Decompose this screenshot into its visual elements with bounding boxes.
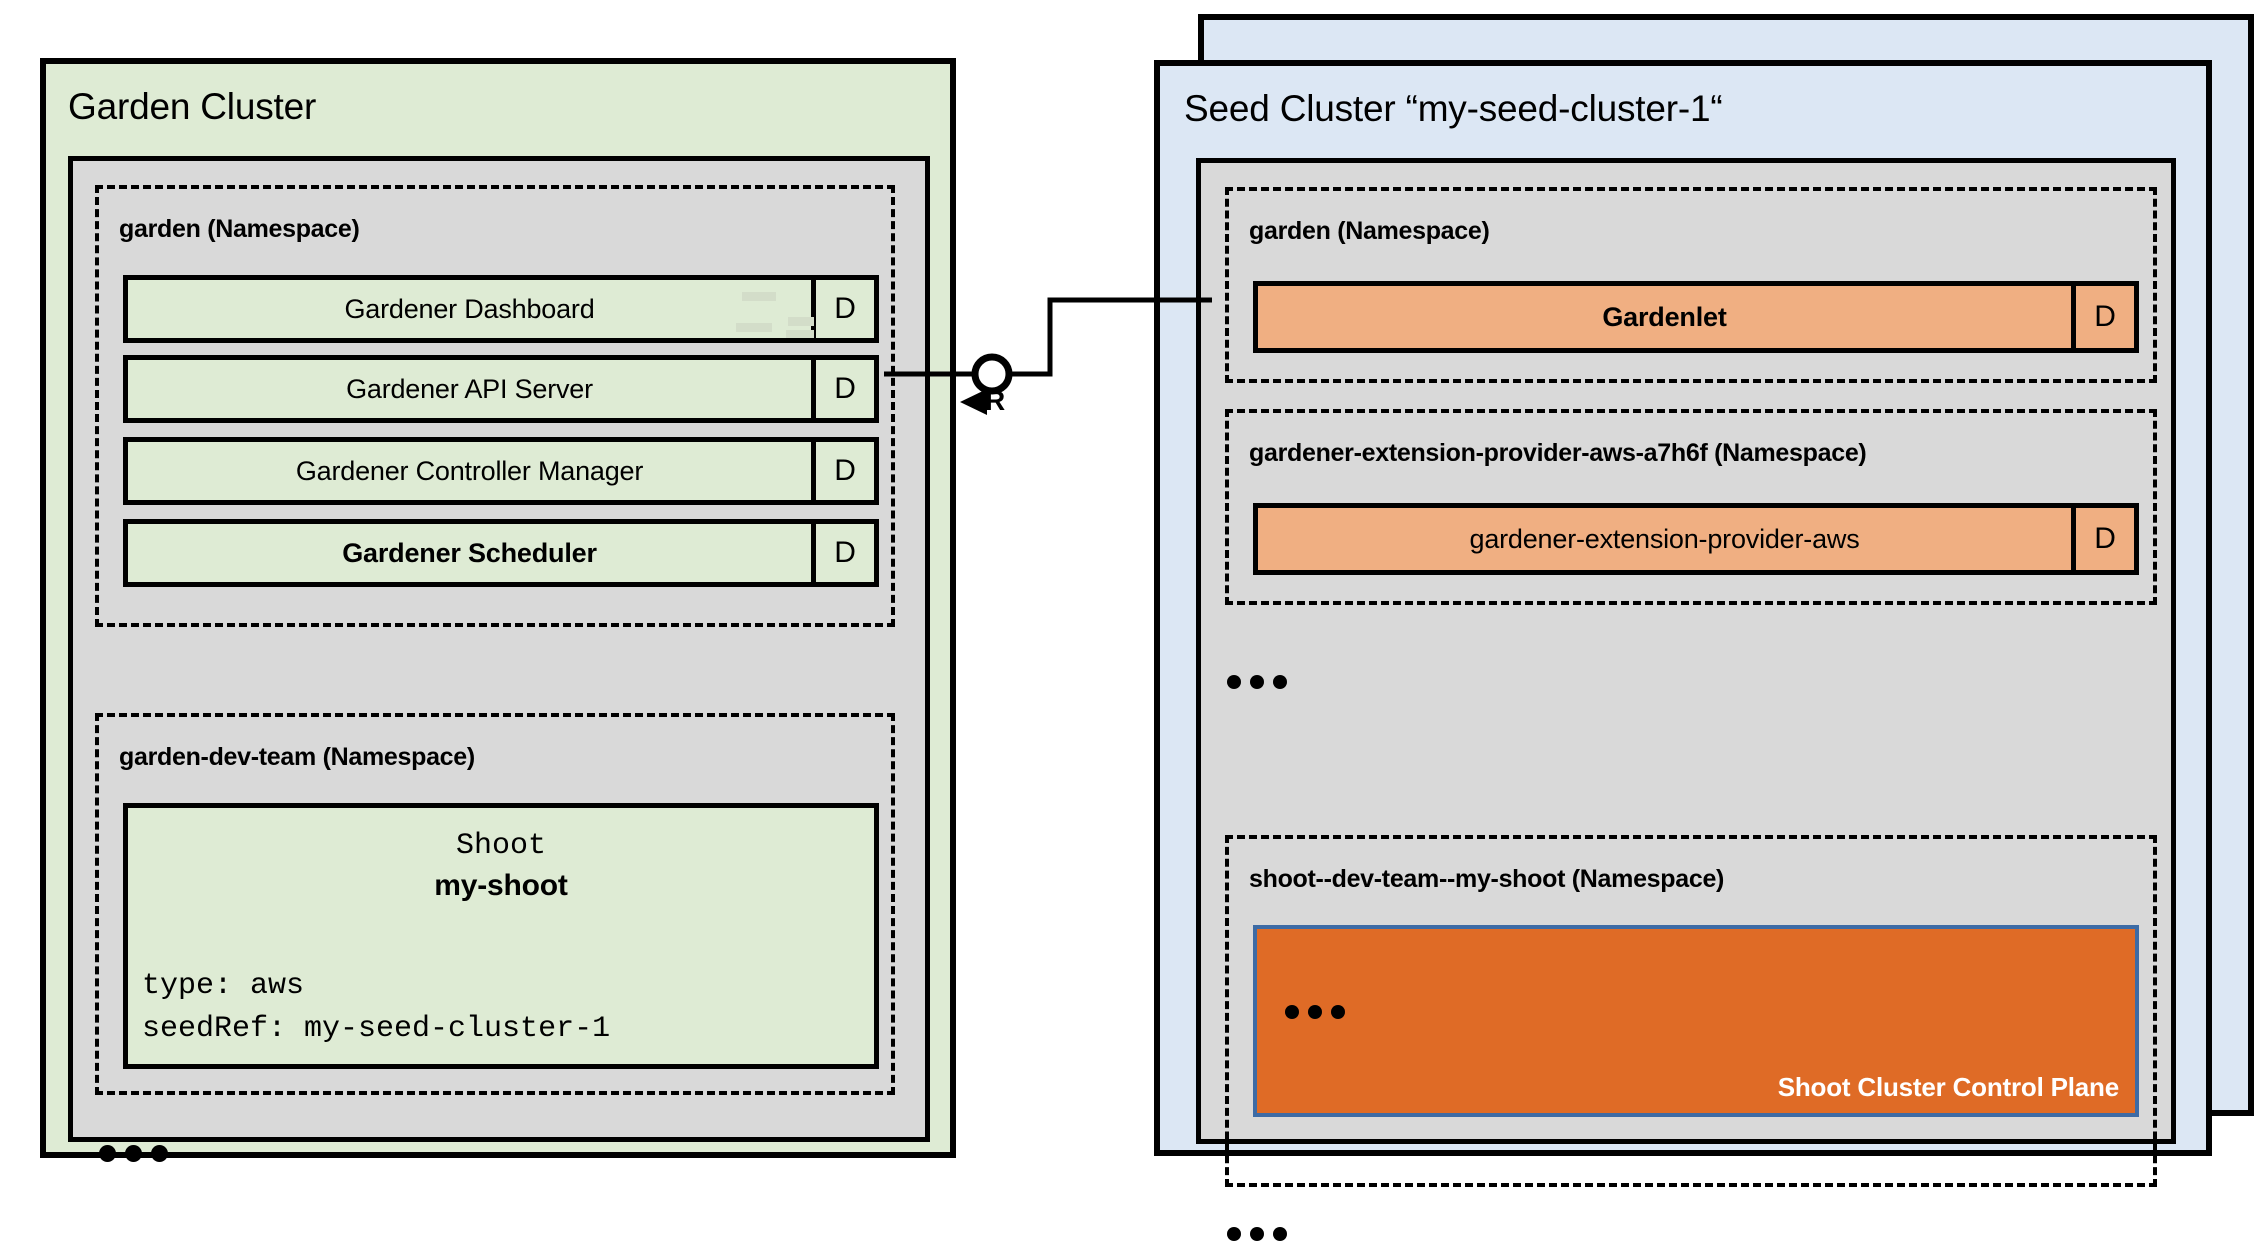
seed-more-namespaces-indicator-middle — [1227, 675, 1287, 689]
component-gardener-dashboard-deployment-badge: D — [811, 280, 874, 338]
garden-more-namespaces-indicator — [99, 1145, 168, 1162]
component-gardener-scheduler-label: Gardener Scheduler — [128, 524, 811, 582]
garden-namespace-garden-dev-team[interactable]: garden-dev-team (Namespace) Shoot my-sho… — [95, 713, 895, 1095]
garden-cluster-title: Garden Cluster — [68, 86, 317, 127]
garden-namespace-garden-label: garden (Namespace) — [119, 215, 360, 243]
component-gardener-scheduler[interactable]: Gardener Scheduler D — [123, 519, 879, 587]
component-gardener-extension-provider-aws-label: gardener-extension-provider-aws — [1258, 508, 2071, 570]
dot — [1250, 1227, 1264, 1241]
seed-cluster-inner: garden (Namespace) Gardenlet D gardener-… — [1196, 158, 2176, 1241]
dot — [1331, 1005, 1345, 1019]
dot — [1273, 1227, 1287, 1241]
component-gardener-scheduler-deployment-badge: D — [811, 524, 874, 582]
shoot-resource-kind: Shoot — [455, 829, 546, 863]
dot — [99, 1145, 116, 1162]
dot — [1273, 675, 1287, 689]
shoot-resource-card[interactable]: Shoot my-shoot type: aws seedRef: my-see… — [123, 803, 879, 1069]
watermark-mark-1 — [742, 292, 776, 301]
component-gardener-api-server[interactable]: Gardener API Server D — [123, 355, 879, 423]
dot — [125, 1145, 142, 1162]
watermark-mark-3 — [788, 317, 814, 326]
component-gardener-api-server-label: Gardener API Server — [128, 360, 811, 418]
control-plane-more-indicator — [1285, 1005, 1345, 1019]
dot — [1308, 1005, 1322, 1019]
diagram-canvas: Seed Cluster “my-seed-cluster-1“ garden … — [40, 14, 2254, 1241]
connector-label-r: R — [985, 385, 1006, 416]
connector-arrow-icon — [960, 389, 987, 415]
component-gardenlet[interactable]: Gardenlet D — [1253, 281, 2139, 353]
component-gardener-controller-manager-deployment-badge: D — [811, 442, 874, 500]
garden-namespace-garden[interactable]: garden (Namespace) Gardener Dashboard D … — [95, 185, 895, 627]
dot — [151, 1145, 168, 1162]
garden-cluster-inner: garden (Namespace) Gardener Dashboard D … — [68, 156, 930, 1162]
component-gardener-extension-provider-aws[interactable]: gardener-extension-provider-aws D — [1253, 503, 2139, 575]
component-gardener-api-server-deployment-badge: D — [811, 360, 874, 418]
component-gardener-controller-manager-label: Gardener Controller Manager — [128, 442, 811, 500]
dot — [1227, 1227, 1241, 1241]
garden-namespace-garden-dev-team-label: garden-dev-team (Namespace) — [119, 743, 475, 771]
seed-namespace-shoot-dev-team-my-shoot-label: shoot--dev-team--my-shoot (Namespace) — [1249, 865, 1725, 893]
seed-cluster-box[interactable]: Seed Cluster “my-seed-cluster-1“ garden … — [1154, 60, 2212, 1241]
component-gardener-dashboard[interactable]: Gardener Dashboard D — [123, 275, 879, 343]
shoot-spec-line-type: type: aws — [142, 968, 305, 1003]
dot — [1250, 675, 1264, 689]
seed-more-namespaces-indicator-bottom — [1227, 1227, 1287, 1241]
dot — [1285, 1005, 1299, 1019]
shoot-cluster-control-plane-label: Shoot Cluster Control Plane — [1777, 1072, 2119, 1102]
garden-cluster-box[interactable]: Garden Cluster garden (Namespace) Garden… — [40, 58, 956, 1162]
watermark-mark-2 — [736, 323, 772, 332]
shoot-resource-spec: type: aws seedRef: my-seed-cluster-1 — [142, 965, 860, 1052]
component-gardenlet-deployment-badge: D — [2071, 286, 2134, 348]
shoot-spec-line-seedref: seedRef: my-seed-cluster-1 — [142, 1012, 611, 1046]
seed-namespace-garden-label: garden (Namespace) — [1249, 217, 1490, 245]
seed-namespace-extension-provider-aws-label: gardener-extension-provider-aws-a7h6f (N… — [1249, 439, 1867, 467]
component-gardener-extension-provider-aws-deployment-badge: D — [2071, 508, 2134, 570]
shoot-cluster-control-plane[interactable]: Shoot Cluster Control Plane — [1253, 925, 2139, 1117]
seed-namespace-extension-provider-aws[interactable]: gardener-extension-provider-aws-a7h6f (N… — [1225, 409, 2157, 605]
component-gardener-controller-manager[interactable]: Gardener Controller Manager D — [123, 437, 879, 505]
seed-namespace-garden[interactable]: garden (Namespace) Gardenlet D — [1225, 187, 2157, 383]
watermark-mark-4 — [786, 330, 814, 338]
seed-cluster-title: Seed Cluster “my-seed-cluster-1“ — [1184, 88, 1723, 129]
seed-namespace-shoot-dev-team-my-shoot[interactable]: shoot--dev-team--my-shoot (Namespace) Sh… — [1225, 835, 2157, 1187]
dot — [1227, 675, 1241, 689]
component-gardenlet-label: Gardenlet — [1258, 286, 2071, 348]
component-gardener-dashboard-label: Gardener Dashboard — [128, 280, 811, 338]
shoot-resource-name: my-shoot — [434, 868, 568, 902]
